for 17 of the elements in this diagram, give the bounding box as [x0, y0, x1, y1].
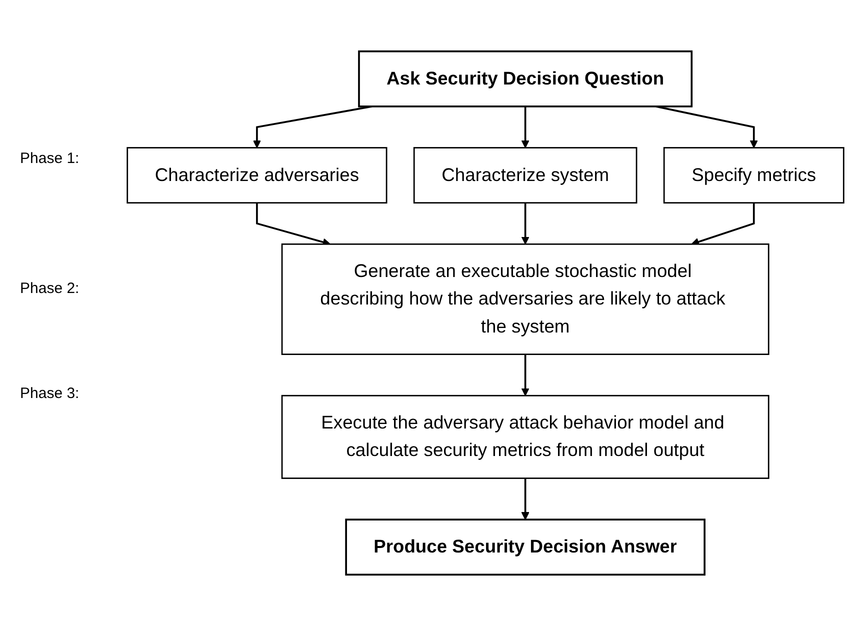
- node-box: Specify metrics: [663, 146, 844, 204]
- node-box: Characterize adversaries: [126, 146, 388, 204]
- node-box: Produce Security Decision Answer: [345, 518, 706, 576]
- arrow: [521, 106, 530, 148]
- node-box: Execute the adversary attack behavior model and calculate security metrics from model output: [281, 394, 770, 478]
- arrow: [521, 478, 530, 520]
- node-box: Characterize system: [413, 146, 638, 204]
- phase-label: Phase 2:: [20, 280, 80, 297]
- node-box: Ask Security Decision Question: [358, 50, 693, 107]
- phase-label: Phase 1:: [20, 150, 80, 167]
- arrow: [521, 202, 530, 244]
- arrow: [521, 354, 530, 396]
- arrow: [656, 105, 758, 148]
- phase-label: Phase 3:: [20, 385, 80, 402]
- arrow: [691, 202, 755, 246]
- arrow: [252, 105, 372, 148]
- node-box: Generate an executable stochastic model describing how the adversaries are likely to attack the system: [281, 242, 770, 354]
